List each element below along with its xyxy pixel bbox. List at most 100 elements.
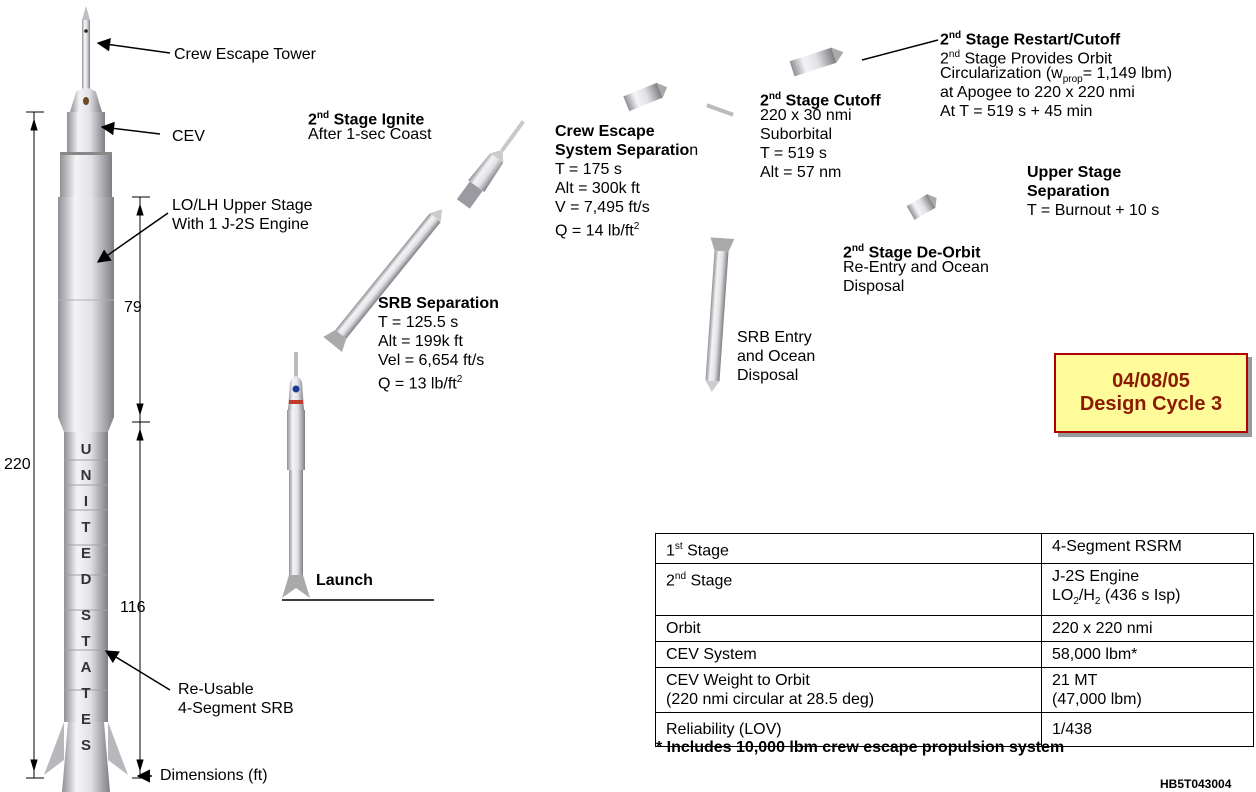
- main-rocket: [44, 6, 128, 792]
- event-srb-separation: SRB Separation T = 125.5 s Alt = 199k ft…: [378, 294, 499, 392]
- cell-text: Stage: [682, 542, 729, 560]
- ces-line: T = 175 s: [555, 161, 622, 178]
- stage2-restart-line1: Stage Provides Orbit: [960, 50, 1113, 68]
- stage2-cutoff-num: 2: [760, 92, 769, 110]
- cell-sub: 2: [1094, 596, 1101, 608]
- design-cycle-badge: 04/08/05 Design Cycle 3: [1054, 353, 1248, 433]
- stage2-ignite-rocket: [456, 120, 525, 209]
- srb-entry-booster: [705, 237, 735, 392]
- event-crew-escape-separation: Crew Escape System Separation T = 175 s …: [555, 122, 699, 239]
- stage2-deorbit-num: 2: [843, 244, 852, 262]
- cell-text: 4-Segment RSRM: [1052, 538, 1182, 555]
- srb-letter: T: [81, 633, 91, 650]
- stage2-restart-sup2: nd: [948, 49, 961, 60]
- stage2-cutoff-line: T = 519 s: [760, 145, 827, 162]
- cell-text: 21 MT: [1052, 671, 1098, 689]
- ces-line: Alt = 300k ft: [555, 180, 640, 197]
- table-cell: CEV System: [655, 640, 1042, 668]
- cell-text: (436 s Isp): [1100, 587, 1181, 605]
- srb-letter: E: [80, 545, 91, 562]
- ces-title2: System Separatio: [555, 142, 690, 159]
- event-stage2-ignite: 2nd Stage Ignite After 1-sec Coast: [308, 106, 432, 144]
- srb-separation-title: SRB Separation: [378, 295, 499, 312]
- srb-entry-line: SRB Entry: [737, 329, 812, 346]
- table-row: CEV Weight to Orbit (220 nmi circular at…: [655, 666, 1254, 713]
- cell-text: (47,000 lbm): [1052, 690, 1142, 708]
- design-cycle-label: Design Cycle 3: [1079, 393, 1223, 415]
- table-cell: 2nd Stage: [655, 563, 1042, 616]
- stage2-deorbit-sup: nd: [851, 243, 865, 254]
- srb-letter: D: [80, 571, 92, 588]
- cell-text: /H: [1078, 587, 1095, 605]
- stage2-cutoff-line: Suborbital: [760, 126, 833, 143]
- stage2-cutoff-sup: nd: [768, 91, 782, 102]
- table-row: 1st Stage 4-Segment RSRM: [655, 532, 1254, 565]
- ces-sup: 2: [633, 221, 640, 232]
- event-stage2-cutoff: 2nd Stage Cutoff 220 x 30 nmi Suborbital…: [760, 87, 881, 182]
- upper-stage-separation-craft: [906, 194, 937, 220]
- callout-arrows: [96, 37, 939, 783]
- label-launch: Launch: [316, 572, 373, 589]
- srb-letter: I: [83, 493, 89, 510]
- stage2-ignite-line: After 1-sec Coast: [308, 126, 432, 143]
- cell-formula: LO2/H2 (436 s Isp): [1052, 586, 1243, 611]
- stage2-restart-num2: 2: [940, 50, 949, 68]
- srb-lettering: U N I T E D S T A T E S: [78, 437, 94, 759]
- document-code: HB5T043004: [1160, 777, 1232, 791]
- table-cell: 4-Segment RSRM: [1041, 532, 1254, 565]
- stage2-cutoff-line: Alt = 57 nm: [760, 164, 842, 181]
- stage2-cutoff-craft: [789, 47, 844, 77]
- spec-table: 1st Stage 4-Segment RSRM 2nd Stage J-2S …: [655, 532, 1254, 747]
- srb-letter: T: [81, 685, 91, 702]
- srb-entry-line: Disposal: [737, 367, 799, 384]
- table-cell: CEV Weight to Orbit (220 nmi circular at…: [655, 666, 1042, 713]
- table-row: Orbit 220 x 220 nmi: [655, 614, 1254, 642]
- srb-letter: E: [80, 711, 91, 728]
- label-srb-line: Re-Usable: [178, 681, 254, 698]
- cell-text: (220 nmi circular at 28.5 deg): [666, 690, 875, 708]
- stage2-deorbit-line: Re-Entry and Ocean: [843, 259, 989, 276]
- event-srb-entry: SRB Entry and Ocean Disposal: [737, 328, 815, 385]
- ces-title2-tail: n: [689, 142, 699, 159]
- launch-rocket: [282, 352, 434, 601]
- table-cell: Orbit: [655, 614, 1042, 642]
- stage2-restart-title: Stage Restart/Cutoff: [961, 31, 1121, 49]
- event-upper-stage-separation: Upper Stage Separation T = Burnout + 10 …: [1027, 163, 1159, 220]
- table-cell: 1/438: [1041, 711, 1254, 747]
- label-srb: Re-Usable 4-Segment SRB: [178, 680, 294, 718]
- table-cell: J-2S Engine LO2/H2 (436 s Isp): [1041, 563, 1254, 616]
- srb-letter: T: [81, 519, 91, 536]
- srb-entry-line: and Ocean: [737, 348, 816, 365]
- upper-sep-title: Separation: [1027, 183, 1110, 200]
- stage2-restart-line: At T = 519 s + 45 min: [940, 103, 1093, 120]
- stage2-deorbit-title: Stage De-Orbit: [864, 244, 981, 262]
- design-cycle-date: 04/08/05: [1112, 370, 1190, 392]
- label-upper-stage: LO/LH Upper Stage With 1 J-2S Engine: [172, 196, 313, 234]
- srb-letter: U: [80, 441, 92, 458]
- cell-text: 2: [666, 572, 675, 590]
- stage2-ignite-num: 2: [308, 111, 317, 129]
- label-srb-line: 4-Segment SRB: [178, 700, 294, 717]
- stage2-restart-line2-pre: Circularization (w: [940, 65, 1063, 82]
- cell-sup: nd: [674, 571, 687, 583]
- table-cell: 220 x 220 nmi: [1041, 614, 1254, 642]
- event-stage2-restart: 2nd Stage Restart/Cutoff 2nd Stage Provi…: [940, 26, 1172, 121]
- cell-text: 1: [666, 542, 675, 560]
- crew-escape-separation-craft: [623, 82, 734, 117]
- dimension-lower: 116: [120, 599, 146, 616]
- srb-letter: N: [80, 467, 92, 484]
- table-cell: 58,000 lbm*: [1041, 640, 1254, 668]
- stage2-deorbit-line: Disposal: [843, 278, 905, 295]
- dimension-lines: [26, 111, 150, 779]
- label-dimensions: Dimensions (ft): [160, 767, 268, 784]
- table-footnote: * Includes 10,000 lbm crew escape propul…: [656, 739, 1065, 756]
- stage2-restart-line: at Apogee to 220 x 220 nmi: [940, 84, 1135, 101]
- stage2-cutoff-title: Stage Cutoff: [781, 92, 881, 110]
- srb-separation-sup: 2: [456, 374, 463, 385]
- cell-text: J-2S Engine: [1052, 568, 1140, 586]
- upper-sep-title: Upper Stage: [1027, 164, 1122, 181]
- stage2-restart-sup: nd: [948, 30, 962, 41]
- srb-separation-line: T = 125.5 s: [378, 314, 459, 331]
- srb-separation-line: Vel = 6,654 ft/s: [378, 352, 485, 369]
- table-row: CEV System 58,000 lbm*: [655, 640, 1254, 668]
